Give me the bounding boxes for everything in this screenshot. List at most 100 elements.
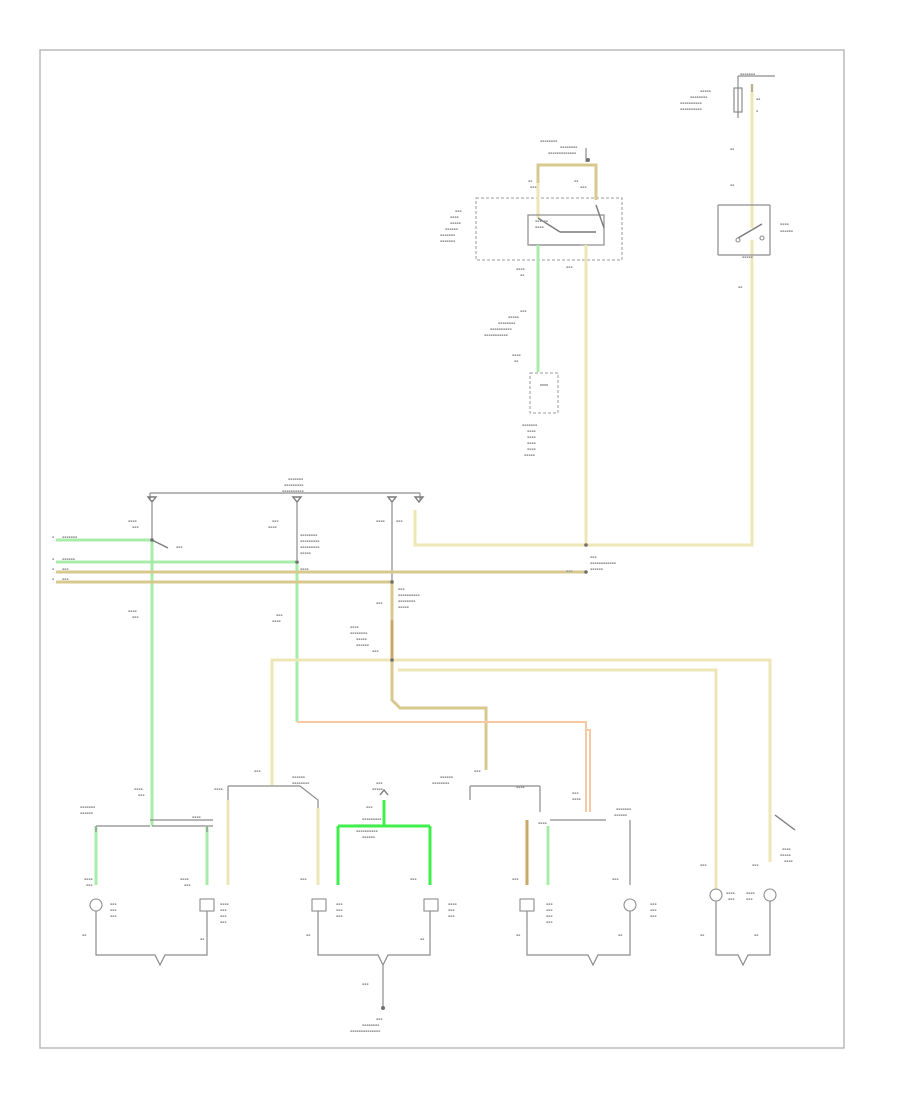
svg-text:▪▪▪▪: ▪▪▪▪ (214, 787, 223, 791)
svg-text:▪▪▪▪: ▪▪▪▪ (746, 891, 755, 895)
svg-text:▪▪▪▪▪▪▪: ▪▪▪▪▪▪▪ (740, 72, 755, 76)
svg-text:▪▪▪: ▪▪▪ (650, 908, 656, 912)
svg-text:▪▪▪: ▪▪▪ (448, 914, 454, 918)
svg-text:▪▪▪: ▪▪▪ (254, 769, 260, 773)
svg-text:▪▪▪: ▪▪▪ (138, 793, 144, 797)
svg-text:▪▪▪▪▪: ▪▪▪▪▪ (356, 637, 367, 641)
svg-text:▪▪▪▪▪▪: ▪▪▪▪▪▪ (614, 813, 627, 817)
svg-text:▪▪: ▪▪ (738, 285, 742, 289)
svg-text:▪▪▪: ▪▪▪ (272, 519, 278, 523)
svg-text:▪▪▪▪▪▪: ▪▪▪▪▪▪ (362, 835, 375, 839)
svg-text:▪▪▪▪▪▪▪: ▪▪▪▪▪▪▪ (522, 423, 537, 427)
svg-text:▪▪▪▪▪: ▪▪▪▪▪ (372, 787, 383, 791)
lamp-8 (763, 888, 777, 902)
svg-text:▪▪: ▪▪ (700, 933, 704, 937)
svg-text:▪▪▪▪▪▪: ▪▪▪▪▪▪ (356, 643, 369, 647)
svg-text:▪▪▪▪▪▪: ▪▪▪▪▪▪ (80, 811, 93, 815)
svg-text:▪▪▪▪: ▪▪▪▪ (527, 447, 536, 451)
svg-text:▪▪▪: ▪▪▪ (336, 908, 342, 912)
svg-text:▪▪▪▪: ▪▪▪▪ (376, 519, 385, 523)
svg-text:▪▪: ▪▪ (306, 933, 310, 937)
svg-text:▪▪▪: ▪▪▪ (220, 914, 226, 918)
svg-text:▪▪▪▪▪: ▪▪▪▪▪ (700, 89, 711, 93)
svg-text:▪▪▪▪▪▪▪: ▪▪▪▪▪▪▪ (440, 233, 455, 237)
svg-text:▪▪▪▪▪▪▪▪: ▪▪▪▪▪▪▪▪ (498, 321, 515, 325)
svg-text:▪▪▪: ▪▪▪ (410, 877, 416, 881)
svg-text:▪▪▪: ▪▪▪ (336, 914, 342, 918)
svg-text:▪▪▪▪▪▪▪: ▪▪▪▪▪▪▪ (80, 805, 95, 809)
svg-text:▪▪▪▪: ▪▪▪▪ (192, 815, 201, 819)
svg-text:▪▪▪: ▪▪▪ (512, 877, 518, 881)
svg-text:▪▪▪▪▪▪▪: ▪▪▪▪▪▪▪ (288, 477, 303, 481)
svg-text:▪▪▪: ▪▪▪ (62, 567, 68, 571)
svg-text:▪▪▪▪: ▪▪▪▪ (780, 222, 789, 226)
svg-text:▪▪▪: ▪▪▪ (366, 805, 372, 809)
svg-text:▪▪: ▪▪ (520, 273, 524, 277)
svg-text:▪▪▪▪: ▪▪▪▪ (300, 567, 309, 571)
svg-text:▪▪▪▪▪▪: ▪▪▪▪▪▪ (535, 219, 548, 223)
svg-text:▪▪▪▪▪▪▪▪▪: ▪▪▪▪▪▪▪▪▪ (300, 539, 319, 543)
svg-text:▪: ▪ (756, 109, 758, 113)
svg-text:▪▪▪▪: ▪▪▪▪ (516, 785, 525, 789)
svg-text:▪▪▪: ▪▪▪ (455, 209, 461, 213)
fuse-feed-group: ▪▪▪▪▪▪▪ ▪▪▪▪▪ ▪▪▪▪▪▪▪▪ ▪▪▪▪▪▪▪▪▪▪ ▪▪▪▪▪▪… (413, 72, 793, 547)
connectors-row: ▪▪▪▪▪▪▪ ▪▪▪▪▪▪ ▪▪▪▪ ▪▪▪▪ ▪▪▪ ▪▪▪ ▪▪▪▪▪▪ … (80, 769, 796, 885)
svg-text:▪▪▪: ▪▪▪ (546, 902, 552, 906)
svg-text:▪▪▪▪: ▪▪▪▪ (220, 902, 229, 906)
svg-text:▪▪▪▪▪▪▪▪▪▪: ▪▪▪▪▪▪▪▪▪▪ (680, 101, 702, 105)
junction-block-group: ▪▪▪▪▪▪▪ ▪▪▪▪▪▪▪▪▪ ▪▪▪▪▪▪▪▪▪▪ ▪▪▪▪ ▪▪▪ ▪▪… (128, 477, 425, 580)
svg-text:▪▪▪▪▪: ▪▪▪▪▪ (524, 453, 535, 457)
svg-text:▪▪: ▪▪ (574, 179, 578, 183)
svg-text:▪▪▪▪▪▪▪▪: ▪▪▪▪▪▪▪▪ (398, 599, 415, 603)
svg-text:▪▪▪▪: ▪▪▪▪ (782, 847, 791, 851)
svg-text:▪▪▪▪▪▪▪▪▪▪: ▪▪▪▪▪▪▪▪▪▪ (490, 327, 512, 331)
svg-text:▪▪▪▪▪: ▪▪▪▪▪ (780, 853, 791, 857)
svg-text:▪▪▪▪▪▪▪▪▪▪: ▪▪▪▪▪▪▪▪▪▪ (398, 593, 420, 597)
svg-text:▪▪▪: ▪▪▪ (752, 863, 758, 867)
svg-text:▪▪▪: ▪▪▪ (176, 545, 182, 549)
svg-text:▪▪▪: ▪▪▪ (520, 309, 526, 313)
svg-text:▪▪▪▪▪▪▪: ▪▪▪▪▪▪▪ (62, 535, 77, 539)
svg-text:▪▪▪: ▪▪▪ (546, 914, 552, 918)
svg-text:▪▪▪▪▪▪▪▪▪: ▪▪▪▪▪▪▪▪▪ (300, 545, 319, 549)
svg-text:▪▪▪▪▪▪▪▪: ▪▪▪▪▪▪▪▪ (540, 139, 557, 143)
svg-text:▪▪▪▪▪▪▪▪▪▪▪▪▪▪: ▪▪▪▪▪▪▪▪▪▪▪▪▪▪ (350, 1029, 380, 1033)
svg-text:▪▪▪▪: ▪▪▪▪ (128, 519, 137, 523)
svg-text:▪▪▪: ▪▪▪ (132, 615, 138, 619)
svg-text:▪▪▪▪▪▪: ▪▪▪▪▪▪ (62, 557, 75, 561)
svg-text:▪▪▪▪: ▪▪▪▪ (516, 267, 525, 271)
svg-text:▪▪▪: ▪▪▪ (590, 555, 596, 559)
svg-text:▪▪▪: ▪▪▪ (220, 920, 226, 924)
svg-text:▪▪▪▪▪▪▪▪: ▪▪▪▪▪▪▪▪ (432, 781, 449, 785)
svg-text:▪▪▪▪▪▪▪▪▪: ▪▪▪▪▪▪▪▪▪ (284, 483, 303, 487)
svg-text:▪▪▪▪: ▪▪▪▪ (512, 353, 521, 357)
svg-text:▪▪▪▪▪▪▪▪▪: ▪▪▪▪▪▪▪▪▪ (362, 817, 381, 821)
svg-text:▪▪: ▪▪ (730, 147, 734, 151)
svg-text:▪▪▪▪: ▪▪▪▪ (448, 902, 457, 906)
svg-text:▪▪▪: ▪▪▪ (376, 1017, 382, 1021)
svg-text:▪▪▪▪: ▪▪▪▪ (180, 877, 189, 881)
svg-text:▪▪▪: ▪▪▪ (580, 185, 586, 189)
svg-text:▪▪: ▪▪ (200, 937, 204, 941)
svg-text:▪▪▪▪: ▪▪▪▪ (527, 429, 536, 433)
svg-text:▪▪▪▪: ▪▪▪▪ (268, 525, 277, 529)
wire-junctions (150, 538, 588, 662)
svg-text:▪▪▪▪▪: ▪▪▪▪▪ (450, 221, 461, 225)
svg-text:▪▪▪▪▪▪▪▪: ▪▪▪▪▪▪▪▪ (362, 1023, 379, 1027)
svg-text:▪▪▪▪▪▪▪▪: ▪▪▪▪▪▪▪▪ (350, 631, 367, 635)
svg-text:▪: ▪ (52, 567, 54, 571)
svg-text:▪▪▪: ▪▪▪ (110, 902, 116, 906)
svg-text:▪▪▪▪: ▪▪▪▪ (134, 787, 143, 791)
combination-switch-group: ▪▪▪▪▪▪▪▪ ▪▪▪▪▪▪▪▪ ▪▪▪▪▪▪▪▪▪▪▪▪▪ ▪▪ ▪▪ ▪▪… (440, 139, 623, 545)
svg-text:▪▪▪▪▪▪▪▪: ▪▪▪▪▪▪▪▪ (292, 781, 309, 785)
svg-text:▪▪▪▪▪▪: ▪▪▪▪▪▪ (590, 567, 603, 571)
svg-text:▪▪▪▪: ▪▪▪▪ (538, 821, 547, 825)
svg-text:▪▪▪: ▪▪▪ (336, 902, 342, 906)
svg-text:▪▪▪▪▪▪▪▪: ▪▪▪▪▪▪▪▪ (300, 533, 317, 537)
svg-text:▪▪▪: ▪▪▪ (276, 613, 282, 617)
svg-text:▪▪▪: ▪▪▪ (728, 897, 734, 901)
left-input-wires: ▪ ▪▪▪▪▪▪▪ ▪ ▪▪▪▪▪▪ ▪ ▪▪▪ ▪ ▪▪▪ ▪▪▪ ▪▪▪▪ … (52, 535, 616, 826)
svg-text:▪▪▪▪: ▪▪▪▪ (784, 859, 793, 863)
svg-text:▪▪: ▪▪ (420, 937, 424, 941)
